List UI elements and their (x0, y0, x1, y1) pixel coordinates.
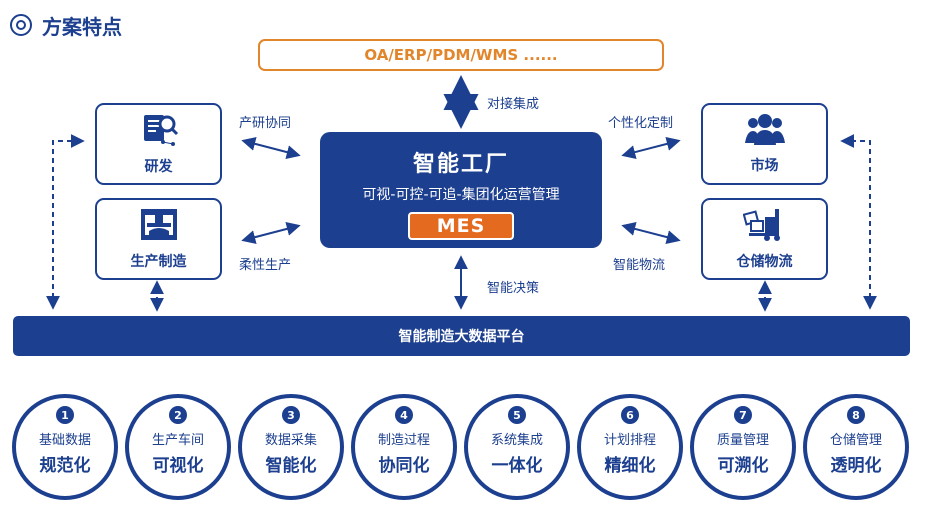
document-search-icon (143, 115, 178, 146)
feature-circle: 1 基础数据 规范化 (12, 394, 118, 500)
node-production-label: 生产制造 (130, 254, 187, 270)
arrow-left-top (241, 137, 301, 159)
feature-line2: 智能化 (265, 456, 317, 476)
arrow-right-bottom (621, 222, 681, 244)
feature-circle: 7 质量管理 可溯化 (690, 394, 796, 500)
mes-core-box: 智能工厂 可视-可控-可追-集团化运营管理 MES (320, 132, 602, 248)
core-subtitle: 可视-可控-可追-集团化运营管理 (362, 187, 560, 203)
feature-number: 6 (621, 406, 639, 424)
mes-badge: MES (408, 212, 514, 240)
arrow-right-top (621, 137, 681, 159)
feature-circle: 5 系统集成 一体化 (464, 394, 570, 500)
target-circle-icon (10, 14, 32, 36)
feature-line1: 数据采集 (264, 433, 317, 448)
feature-line1: 计划排程 (603, 433, 656, 448)
forklift-icon (742, 209, 780, 241)
feature-line2: 可视化 (152, 456, 204, 476)
feature-line1: 基础数据 (38, 433, 91, 448)
label-integration: 对接集成 (487, 97, 540, 112)
people-group-icon (744, 114, 785, 145)
feature-line2: 一体化 (491, 456, 543, 476)
external-systems-banner: OA/ERP/PDM/WMS ...... (258, 39, 664, 71)
feature-number: 5 (508, 406, 526, 424)
feature-line2: 精细化 (604, 456, 656, 476)
node-logistics: 仓储物流 (701, 198, 828, 280)
node-rd-label: 研发 (144, 159, 173, 175)
feature-number: 4 (395, 406, 413, 424)
big-data-platform-bar: 智能制造大数据平台 (13, 316, 910, 356)
label-decision: 智能决策 (487, 281, 540, 296)
dashed-loop-left (46, 134, 85, 310)
node-rd: 研发 (95, 103, 222, 185)
core-title: 智能工厂 (412, 152, 509, 177)
feature-number: 2 (169, 406, 187, 424)
label-smart-logistics: 智能物流 (613, 258, 666, 273)
feature-line1: 仓储管理 (829, 433, 882, 448)
feature-circle: 2 生产车间 可视化 (125, 394, 231, 500)
dashed-loop-right (840, 134, 877, 310)
feature-line2: 可溯化 (717, 456, 769, 476)
feature-line1: 制造过程 (377, 433, 430, 448)
press-machine-icon (140, 209, 177, 240)
node-logistics-label: 仓储物流 (736, 254, 793, 270)
feature-circle: 3 数据采集 智能化 (238, 394, 344, 500)
node-market: 市场 (701, 103, 828, 185)
feature-line1: 质量管理 (716, 433, 769, 448)
label-customization: 个性化定制 (608, 116, 674, 131)
feature-number: 7 (734, 406, 752, 424)
feature-line2: 规范化 (39, 456, 91, 476)
label-flexible-production: 柔性生产 (239, 258, 292, 273)
section-title: 方案特点 (42, 14, 122, 39)
feature-line1: 生产车间 (151, 433, 204, 448)
feature-circle: 6 计划排程 精细化 (577, 394, 683, 500)
arrow-left-bottom (241, 222, 301, 244)
feature-number: 3 (282, 406, 300, 424)
section-header: 方案特点 (10, 10, 122, 40)
feature-line2: 协同化 (378, 456, 430, 476)
feature-line2: 透明化 (830, 456, 882, 476)
feature-number: 8 (847, 406, 865, 424)
label-rd-collab: 产研协同 (239, 116, 292, 131)
node-production: 生产制造 (95, 198, 222, 280)
feature-circle: 4 制造过程 协同化 (351, 394, 457, 500)
feature-number: 1 (56, 406, 74, 424)
feature-line1: 系统集成 (490, 433, 543, 448)
node-market-label: 市场 (750, 158, 779, 174)
feature-circle: 8 仓储管理 透明化 (803, 394, 909, 500)
